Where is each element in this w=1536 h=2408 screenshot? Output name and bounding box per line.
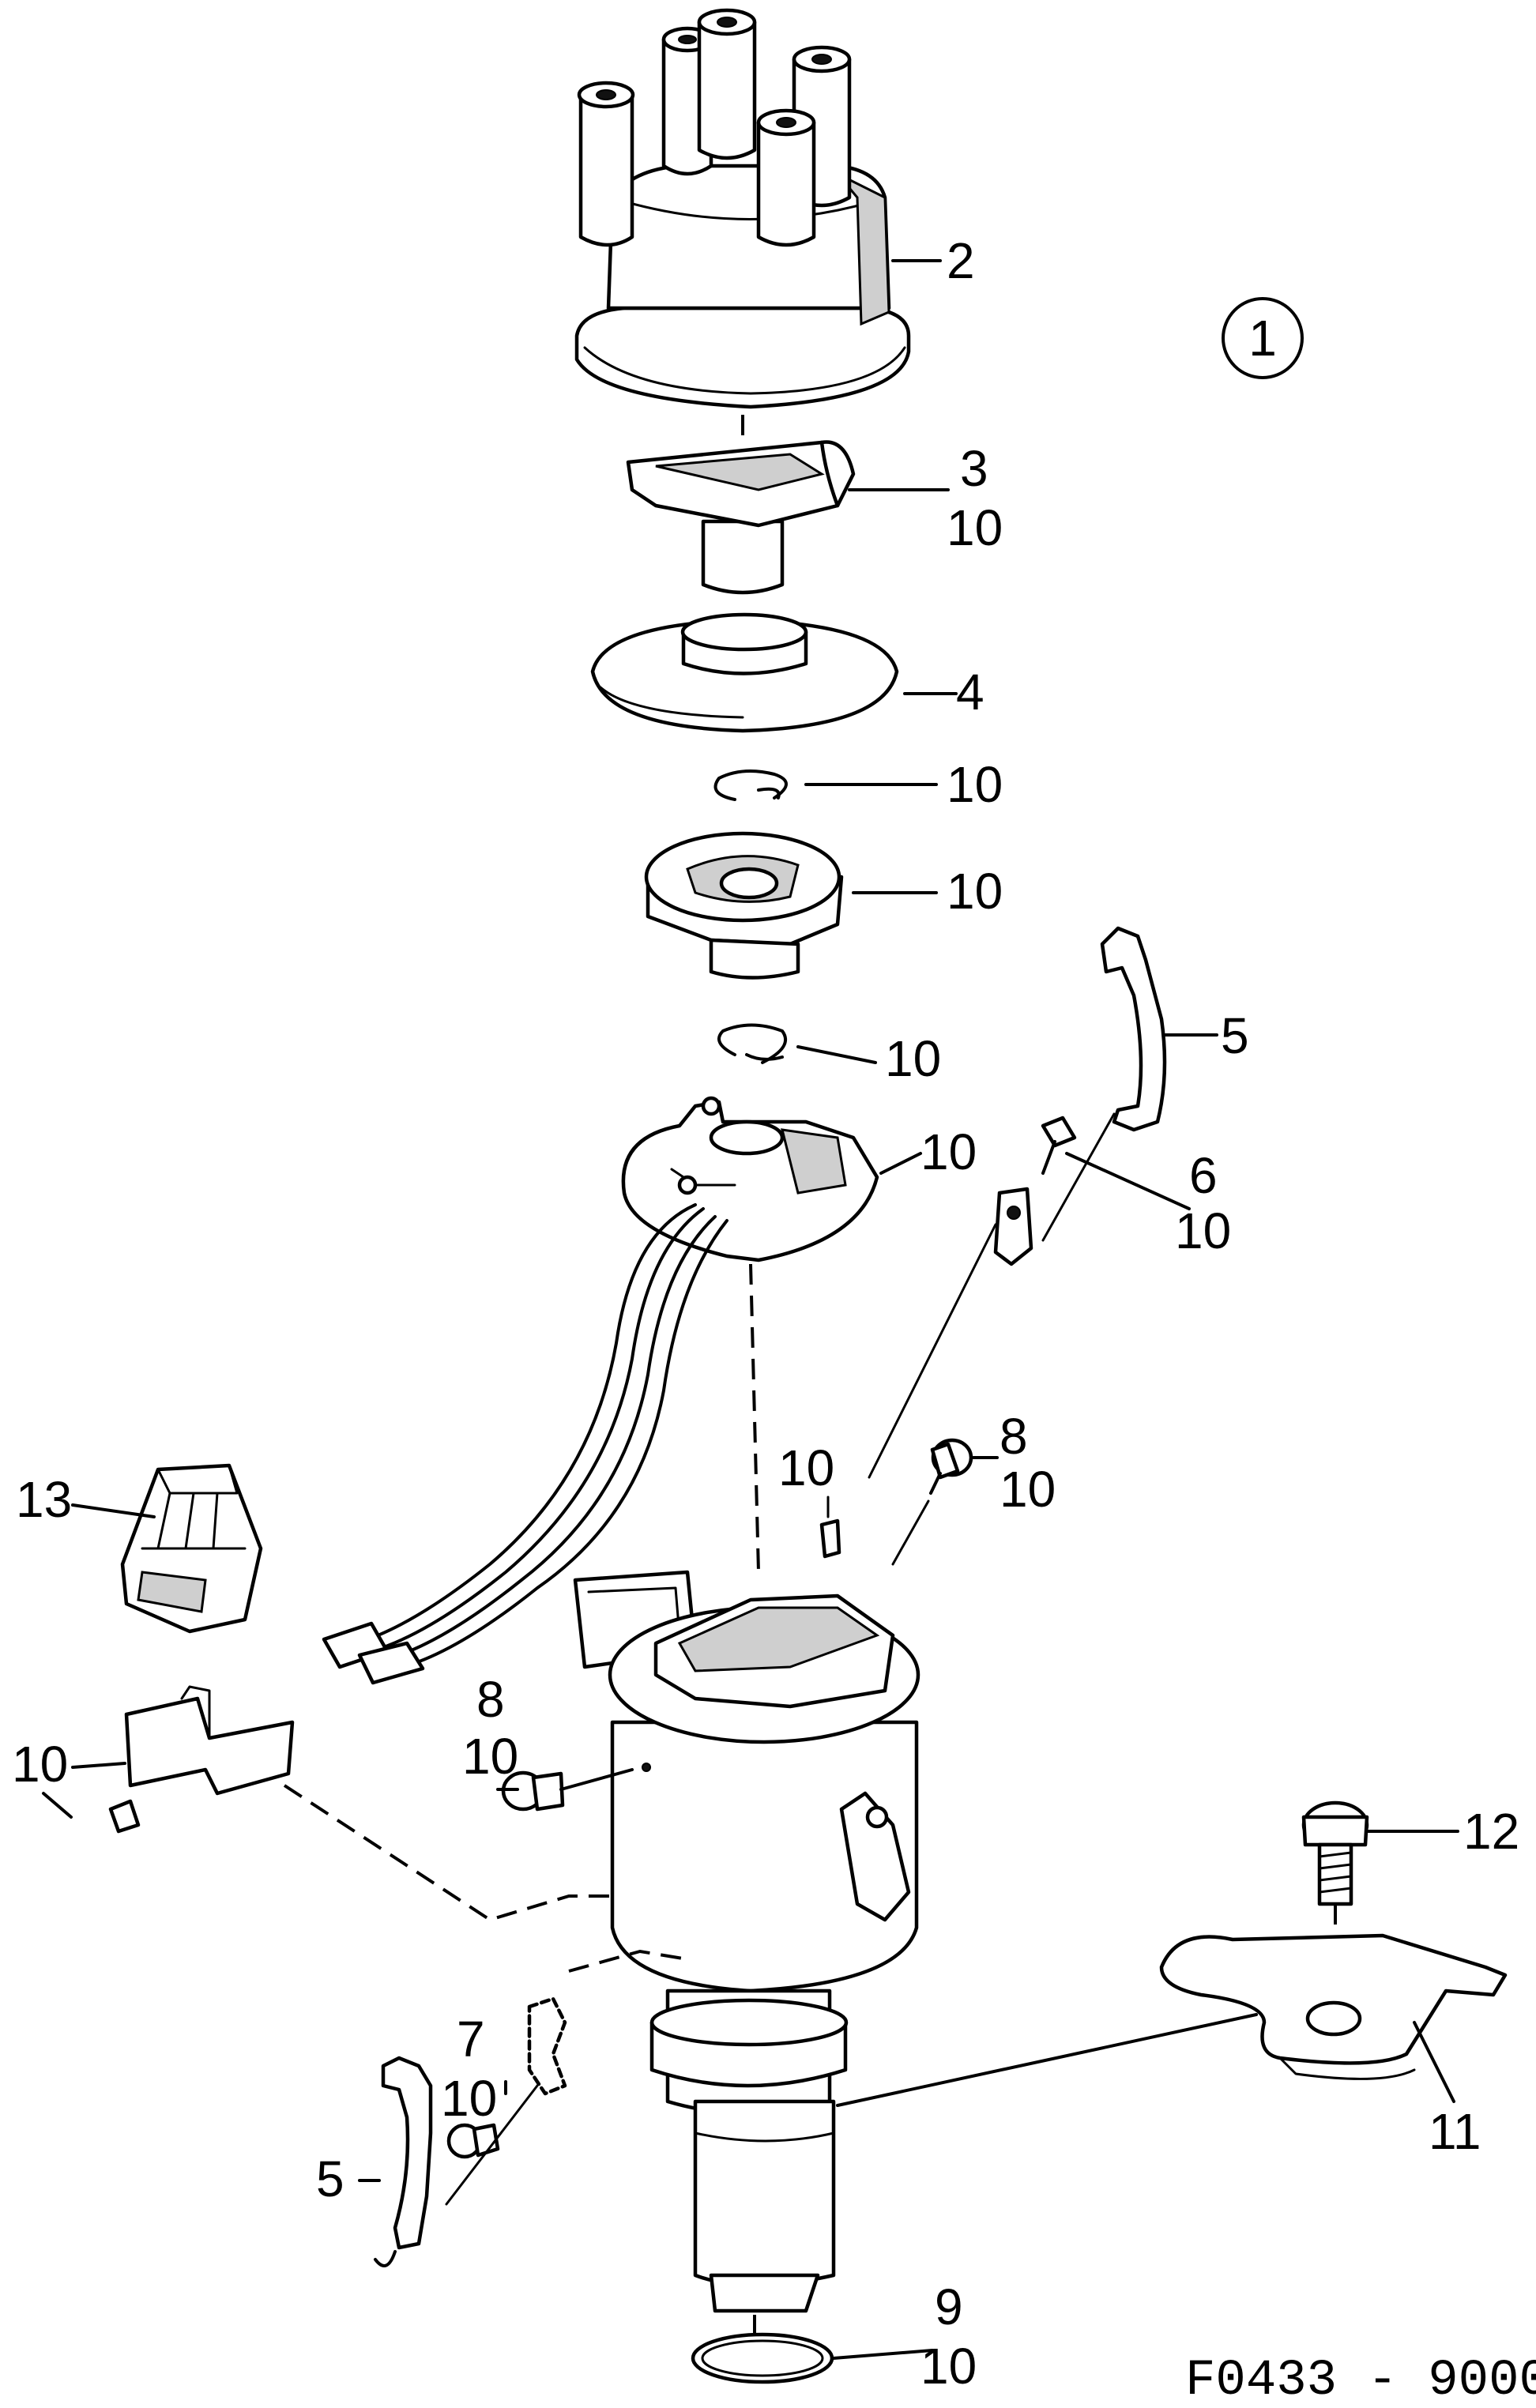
- label-13: 13: [16, 1471, 72, 1528]
- label-8-right-10: 10: [1000, 1461, 1056, 1518]
- connector-13: [120, 1463, 263, 1634]
- circlip-upper: [713, 769, 788, 801]
- spring-clip-bottom: [374, 2056, 433, 2267]
- clamp-plate-11: [1159, 1933, 1508, 2080]
- spring-clip-top: [1100, 926, 1167, 1132]
- leader-line: [868, 1223, 997, 1479]
- leader-line: [832, 2349, 934, 2360]
- label-11: 11: [1429, 2103, 1481, 2160]
- assembly-dash-line: [283, 1784, 616, 1922]
- leader-line: [891, 1499, 930, 1566]
- figure-number-circle: 1: [1222, 297, 1304, 379]
- axis-line: [749, 1263, 760, 1573]
- label-7-10: 10: [441, 2070, 497, 2127]
- bracket-7: [527, 1996, 567, 2096]
- label-6: 6: [1189, 1147, 1218, 1204]
- dust-shield: [590, 612, 899, 733]
- label-10-e: 10: [778, 1439, 834, 1496]
- bracket-6: [993, 1187, 1033, 1266]
- sensor-plate: [621, 1096, 879, 1262]
- label-6-10: 10: [1175, 1202, 1231, 1259]
- label-10-d: 10: [920, 1123, 977, 1180]
- bolt-12: [1301, 1800, 1369, 1906]
- leader-line: [71, 1762, 126, 1769]
- figure-number: 1: [1248, 310, 1277, 367]
- label-10-b: 10: [947, 863, 1003, 920]
- distributor-cap: [574, 8, 911, 409]
- leader-line: [1413, 2021, 1455, 2103]
- label-8-right: 8: [1000, 1408, 1028, 1465]
- label-8-left-10: 10: [462, 1728, 518, 1785]
- label-5-bottom: 5: [316, 2150, 344, 2207]
- assembly-dash-line: [568, 1949, 688, 1973]
- label-10-a: 10: [947, 756, 1003, 813]
- rotor: [626, 440, 856, 595]
- leader-line: [879, 1152, 922, 1175]
- label-2: 2: [947, 232, 975, 289]
- label-5-top: 5: [1221, 1007, 1249, 1064]
- leader-line: [71, 1503, 156, 1518]
- label-8-left: 8: [476, 1671, 505, 1728]
- label-9-10: 10: [920, 2338, 977, 2395]
- circlip-lower: [717, 1023, 788, 1064]
- label-10-c: 10: [885, 1030, 941, 1087]
- connector-housing-left: [108, 1685, 295, 1834]
- label-7: 7: [457, 2011, 485, 2067]
- screw-6: [1041, 1116, 1077, 1175]
- distributor-body: [573, 1570, 920, 1993]
- distributor-shaft: [649, 1988, 849, 2313]
- sensor-wiring: [322, 1203, 728, 1685]
- screw-7-10: [446, 2123, 500, 2159]
- leader-line: [445, 2084, 539, 2206]
- trigger-wheel: [644, 831, 844, 980]
- screw-8-right: [929, 1438, 973, 1495]
- o-ring-9: [691, 2332, 834, 2384]
- leader-line: [836, 2013, 1258, 2107]
- label-9: 9: [935, 2278, 963, 2335]
- label-3: 3: [960, 440, 988, 497]
- screw-8-left: [501, 1768, 634, 1812]
- label-4: 4: [956, 664, 984, 721]
- leader-line: [42, 1792, 73, 1819]
- figure-code: F0433 - 9000: [1185, 2353, 1536, 2408]
- leader-line: [796, 1045, 877, 1064]
- label-12: 12: [1463, 1803, 1519, 1860]
- leader-line: [1041, 1112, 1116, 1242]
- leader-line: [1065, 1152, 1191, 1210]
- pin-10: [819, 1518, 841, 1559]
- label-10-left: 10: [12, 1736, 68, 1793]
- label-3-10: 10: [947, 499, 1003, 556]
